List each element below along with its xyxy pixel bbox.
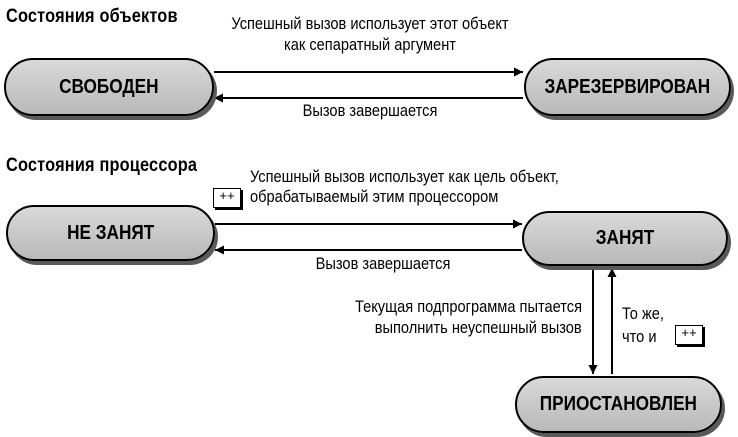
obj-forward-label-line1: Успешный вызов использует этот объект [231, 14, 509, 33]
suspend-label-line1: Текущая подпрограмма пытается [354, 297, 582, 316]
state-suspended: ПРИОСТАНОВЛЕН [515, 376, 722, 433]
resume-label-line2: что и [622, 327, 657, 346]
state-suspended-label: ПРИОСТАНОВЛЕН [539, 393, 698, 415]
obj-forward-label-line2: как сепаратный аргумент [284, 35, 456, 54]
state-reserved: ЗАРЕЗЕРВИРОВАН [524, 58, 731, 116]
state-not-busy-label: НЕ ЗАНЯТ [66, 221, 155, 244]
state-not-busy: НЕ ЗАНЯТ [6, 205, 215, 261]
objects-states-title: Состояния объектов [6, 6, 178, 27]
state-free: СВОБОДЕН [4, 58, 214, 116]
state-busy: ЗАНЯТ [522, 211, 728, 266]
state-busy-label: ЗАНЯТ [595, 227, 655, 249]
proc-forward-label-line1: Успешный вызов использует как цель объек… [250, 167, 559, 186]
state-reserved-label: ЗАРЕЗЕРВИРОВАН [544, 75, 711, 98]
plusplus-badge-bottom: ++ [675, 325, 703, 345]
obj-back-label: Вызов завершается [302, 101, 438, 120]
suspend-label-line2: выполнить неуспешный вызов [375, 318, 582, 337]
processor-states-title: Состояния процессора [6, 155, 198, 176]
proc-forward-label-line2: обрабатываемый этим процессором [250, 187, 499, 206]
plusplus-badge-top: ++ [213, 188, 241, 208]
state-free-label: СВОБОДЕН [59, 75, 159, 98]
resume-label-line1: То же, [622, 304, 664, 323]
proc-back-label: Вызов завершается [315, 254, 451, 273]
